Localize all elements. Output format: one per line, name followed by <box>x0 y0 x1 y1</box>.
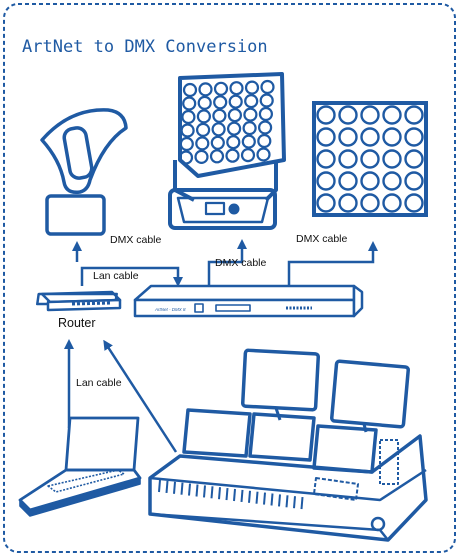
fader <box>212 486 213 498</box>
dmx-cable-center-label: DMX cable <box>215 257 267 269</box>
led-cell <box>362 129 379 146</box>
led-matrix-panel-icon <box>314 103 426 215</box>
fader <box>227 488 228 500</box>
fader <box>272 494 273 506</box>
fader <box>302 497 303 509</box>
led-cell <box>199 97 211 109</box>
laptop-icon <box>20 418 140 516</box>
led-cell <box>340 107 357 124</box>
led-cell <box>384 129 401 146</box>
fader <box>249 491 250 503</box>
led-cell <box>340 173 357 190</box>
led-cell <box>384 151 401 168</box>
led-cell <box>406 107 423 124</box>
led-cell <box>227 150 239 162</box>
led-cell <box>260 108 272 120</box>
led-cell <box>340 129 357 146</box>
led-cell <box>227 136 239 148</box>
led-cell <box>196 137 208 149</box>
lan-cable-router-label: Lan cable <box>93 270 139 282</box>
fader <box>167 481 168 493</box>
led-cell <box>198 110 210 122</box>
led-cell <box>211 150 223 162</box>
led-cell <box>384 195 401 212</box>
led-cell <box>212 137 224 149</box>
fader <box>182 483 183 495</box>
led-cell <box>196 151 208 163</box>
fader <box>159 480 160 492</box>
led-cell <box>362 173 379 190</box>
fader <box>234 489 235 501</box>
fader <box>242 490 243 502</box>
fader <box>294 496 295 508</box>
led-cell <box>213 123 225 135</box>
led-cell <box>200 83 212 95</box>
fader <box>219 487 220 499</box>
led-cell <box>229 109 241 121</box>
led-cell <box>406 195 423 212</box>
fader <box>204 485 205 497</box>
led-cell <box>318 151 335 168</box>
led-cell <box>384 107 401 124</box>
led-cell <box>258 135 270 147</box>
led-cell <box>261 95 273 107</box>
led-cell <box>182 111 194 123</box>
fader <box>264 493 265 505</box>
led-cell <box>259 122 271 134</box>
led-cell <box>181 138 193 150</box>
led-cell <box>244 122 256 134</box>
led-cell <box>184 84 196 96</box>
led-cell <box>340 151 357 168</box>
fader <box>279 494 280 506</box>
led-cell <box>318 107 335 124</box>
fader <box>174 482 175 494</box>
led-cell <box>244 109 256 121</box>
led-cell <box>318 173 335 190</box>
led-cell <box>214 96 226 108</box>
led-matrix-moving-head-icon <box>170 74 284 228</box>
lighting-console-icon <box>150 350 426 540</box>
led-cell <box>246 82 258 94</box>
led-cell <box>182 125 194 137</box>
fader <box>287 495 288 507</box>
led-cell <box>262 81 274 93</box>
router-icon <box>37 292 120 310</box>
led-cell <box>362 195 379 212</box>
moving-head-light-icon <box>42 110 126 234</box>
led-cell <box>258 149 270 161</box>
led-cell <box>215 83 227 95</box>
diagram-title: ArtNet to DMX Conversion <box>22 37 268 57</box>
led-cell <box>183 98 195 110</box>
converter-label: ArtNet - DMX 8 <box>154 307 186 312</box>
led-cell <box>406 151 423 168</box>
lan-cable-laptop-label: Lan cable <box>76 377 122 389</box>
led-cell <box>242 149 254 161</box>
led-cell <box>340 195 357 212</box>
fader <box>257 492 258 504</box>
led-cell <box>243 136 255 148</box>
led-cell <box>406 129 423 146</box>
led-cell <box>230 96 242 108</box>
led-cell <box>228 123 240 135</box>
fader <box>189 484 190 496</box>
led-cell <box>213 110 225 122</box>
led-cell <box>197 124 209 136</box>
router-label: Router <box>58 316 96 330</box>
led-cell <box>384 173 401 190</box>
dmx-cable-left-label: DMX cable <box>110 234 162 246</box>
led-cell <box>406 173 423 190</box>
fader <box>197 485 198 497</box>
led-cell <box>318 129 335 146</box>
led-cell <box>245 95 257 107</box>
led-cell <box>231 82 243 94</box>
lan-cable-console <box>106 344 176 452</box>
led-cell <box>318 195 335 212</box>
led-cell <box>362 107 379 124</box>
led-cell <box>362 151 379 168</box>
dmx-cable-right-label: DMX cable <box>296 233 348 245</box>
